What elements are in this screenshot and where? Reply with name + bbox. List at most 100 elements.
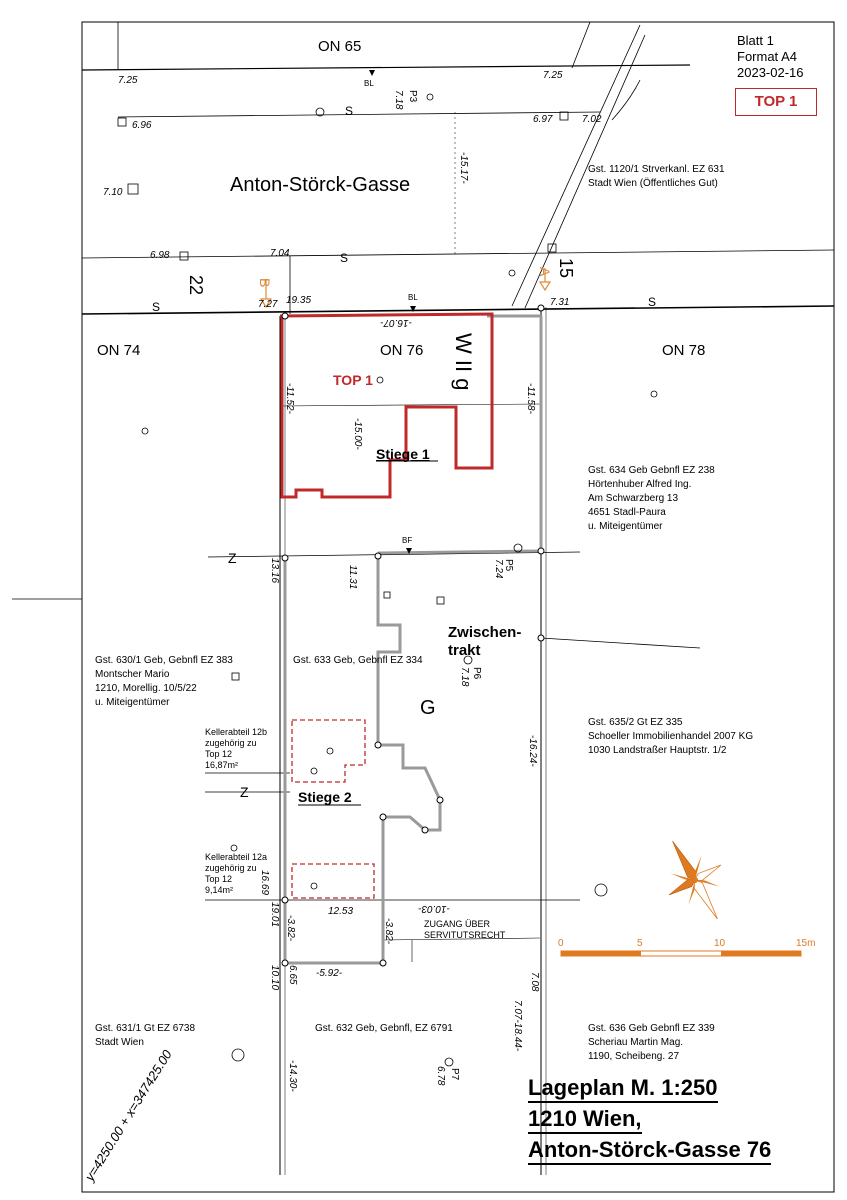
dimension: -14.30- [287,1060,298,1092]
elevation: 7.25 [118,75,138,86]
zugang-line1: ZUGANG ÜBER [424,919,491,929]
elevation: 19.01 [269,902,280,927]
scale-tick-0: 0 [558,938,564,949]
street-lines [81,21,835,315]
dimension: -16.07- [380,317,412,328]
cellar-compartments [291,719,375,899]
gst631-label: Gst. 631/1 Gt EZ 6738 [95,1023,195,1034]
elevation: 7.18 [459,667,470,687]
elevation: 7.31 [550,297,569,308]
marker-a: A [537,267,553,277]
dimension: -3.82- [383,918,394,945]
gst635-owner: Schoeller Immobilienhandel 2007 KG [588,731,753,742]
street-name: Anton-Störck-Gasse [230,174,410,196]
scale-tick-5: 5 [637,938,643,949]
dimension: -16.24- [527,735,538,767]
dimension: -3.82- [285,915,296,942]
dimension: -15.00- [352,418,363,450]
section-markers [259,268,552,309]
marker-s-3: S [345,104,353,118]
gst1120-label: Gst. 1120/1 Strverkanl. EZ 631 [588,164,725,175]
gst1120-owner: Stadt Wien (Öffentliches Gut) [588,177,718,189]
house-number-22: 22 [186,275,206,295]
keller12b-line4: 16,87m² [205,760,238,770]
on78-label: ON 78 [662,342,705,359]
building-outline [283,314,543,965]
elevation: 7.18 [393,90,404,110]
marker-b: B [257,278,273,287]
elevation: 7.08 [529,972,540,992]
marker-bf: BF [402,536,412,545]
gst636-owner: Scheriau Martin Mag. [588,1037,683,1048]
marker-p5: P5 [503,559,514,572]
elevation: 7.25 [543,70,563,81]
gst634-street: Am Schwarzberg 13 [588,493,678,504]
keller12b-line3: Top 12 [205,749,232,759]
elevation: 7.27 [258,299,278,310]
gst634-owner: Hörtenhuber Alfred Ing. [588,479,691,490]
dimension: -5.92- [316,968,343,979]
gst632-label: Gst. 632 Geb, Gebnfl, EZ 6791 [315,1023,453,1034]
gst630-co-owner: u. Miteigentümer [95,697,170,708]
zugang-line2: SERVITUTSRECHT [424,930,506,940]
top-badge: TOP 1 [735,88,817,116]
dimension: -11.58- [525,383,536,415]
elevation: 19.35 [286,295,311,306]
keller12a-line3: Top 12 [205,874,232,884]
survey-points [141,93,658,1067]
gst636-address: 1190, Scheibeng. 27 [588,1051,679,1062]
sheet-label: Blatt 1 [737,33,774,48]
gst635-label: Gst. 635/2 Gt EZ 335 [588,717,683,728]
gst633-label: Gst. 633 Geb, Gebnfl EZ 334 [293,655,423,666]
marker-z-2: Z [240,784,249,800]
elevation: 6.96 [132,120,152,131]
g-label: G [420,697,436,719]
stiege1-label: Stiege 1 [376,446,430,462]
marker-bl-2: BL [408,293,418,302]
marker-p6: P6 [471,667,482,680]
keller12b-line1: Kellerabteil 12b [205,727,267,737]
on65-label: ON 65 [318,38,361,55]
keller12b-line2: zugehörig zu [205,738,257,748]
elevation: 6.78 [435,1066,446,1086]
zwischentrakt-label-2: trakt [448,642,481,659]
elevation: 7.10 [103,187,123,198]
on76-label: ON 76 [380,342,423,359]
title-scale: Lageplan M. 1:250 [528,1075,718,1103]
scale-bar: 0 5 10 15m [558,938,815,957]
title-address: Anton-Störck-Gasse 76 [528,1137,772,1165]
marker-p3: P3 [407,90,418,103]
stiege2-label: Stiege 2 [298,789,352,805]
dimension: -10.03- [418,903,450,914]
gst634-co-owner: u. Miteigentümer [588,521,663,532]
gst630-owner: Montscher Mario [95,669,170,680]
title-city: 1210 Wien, [528,1106,642,1134]
elevation: 7.04 [270,248,290,259]
elevation: 6.97 [533,114,553,125]
zoning-label: W II g [451,333,476,390]
gst635-address: 1030 Landstraßer Hauptstr. 1/2 [588,745,727,756]
top1-label: TOP 1 [333,372,373,388]
on74-label: ON 74 [97,342,140,359]
gst630-label: Gst. 630/1 Geb, Gebnfl EZ 383 [95,655,233,666]
marker-bl-1: BL [364,79,374,88]
elevation: 11.31 [347,565,358,589]
house-number-15: 15 [556,258,576,278]
scale-tick-15: 15m [796,938,815,949]
elevation: 13.16 [269,558,280,583]
marker-z-1: Z [228,550,237,566]
elevation: 7.02 [582,114,602,125]
gst634-label: Gst. 634 Geb Gebnfl EZ 238 [588,465,715,476]
dimension: -15.17- [458,152,469,184]
elevation: 6.98 [150,250,170,261]
keller12a-line4: 9,14m² [205,885,233,895]
gst631-owner: Stadt Wien [95,1037,144,1048]
date-label: 2023-02-16 [737,65,804,80]
elevation: 12.53 [328,906,353,917]
elevation: 7.24 [493,559,504,579]
gst634-city: 4651 Stadl-Paura [588,507,666,518]
keller12a-line2: zugehörig zu [205,863,257,873]
scale-tick-10: 10 [714,938,726,949]
marker-s-1: S [152,300,160,314]
